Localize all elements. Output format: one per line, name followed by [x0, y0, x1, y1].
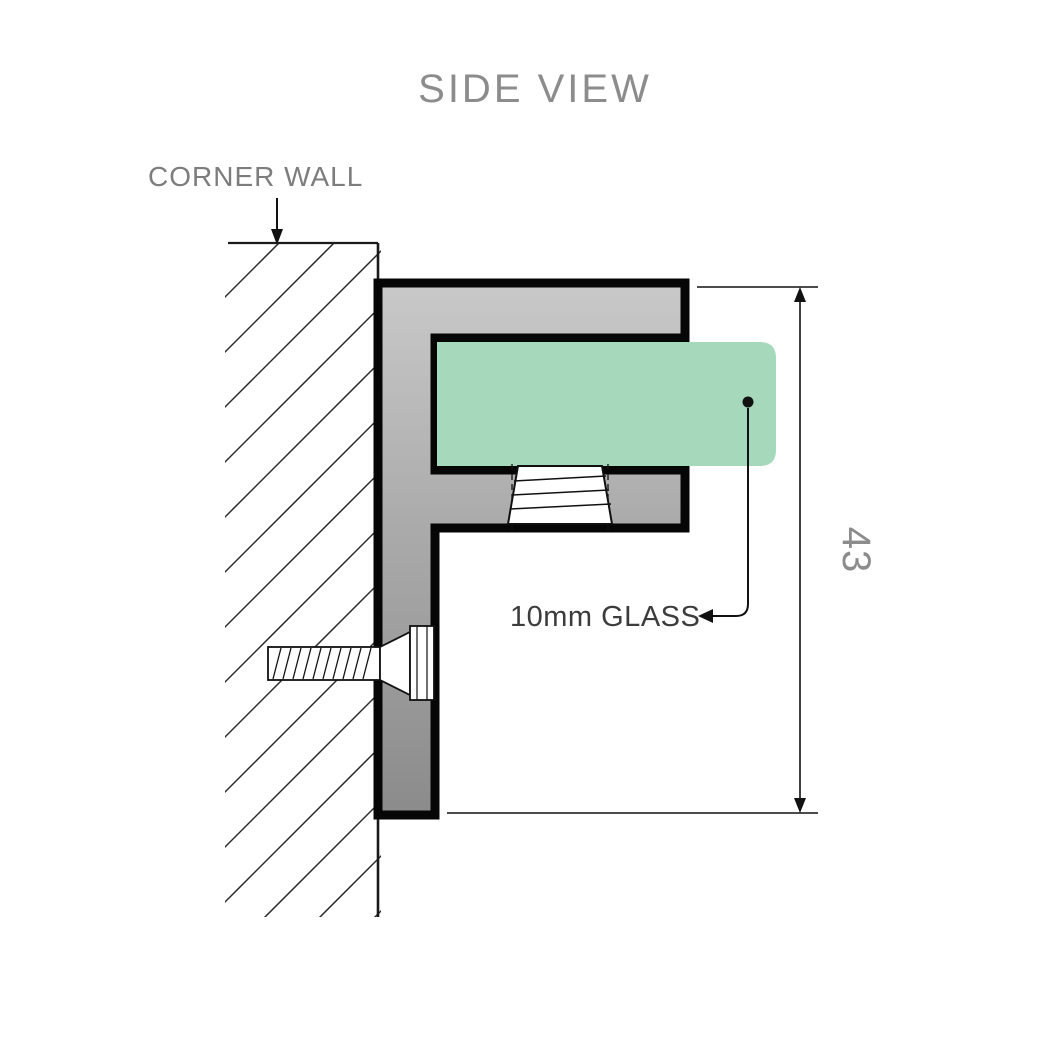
- glass-callout: 10mm GLASS: [510, 396, 754, 633]
- dimension-label: 43: [834, 527, 878, 574]
- grub-screw: [506, 464, 614, 530]
- corner-wall: [225, 241, 381, 917]
- glass-label: 10mm GLASS: [510, 601, 700, 633]
- bracket-profile: [373, 278, 690, 820]
- wall-screw: [267, 625, 435, 701]
- dimension-43: 43: [447, 286, 878, 814]
- wall-hatching: [225, 243, 381, 917]
- glass-dot: [742, 396, 754, 408]
- diagram-title: SIDE VIEW: [418, 67, 652, 111]
- glass-panel: [437, 342, 776, 466]
- corner-wall-label: CORNER WALL: [148, 161, 363, 192]
- corner-wall-arrow: [271, 198, 283, 245]
